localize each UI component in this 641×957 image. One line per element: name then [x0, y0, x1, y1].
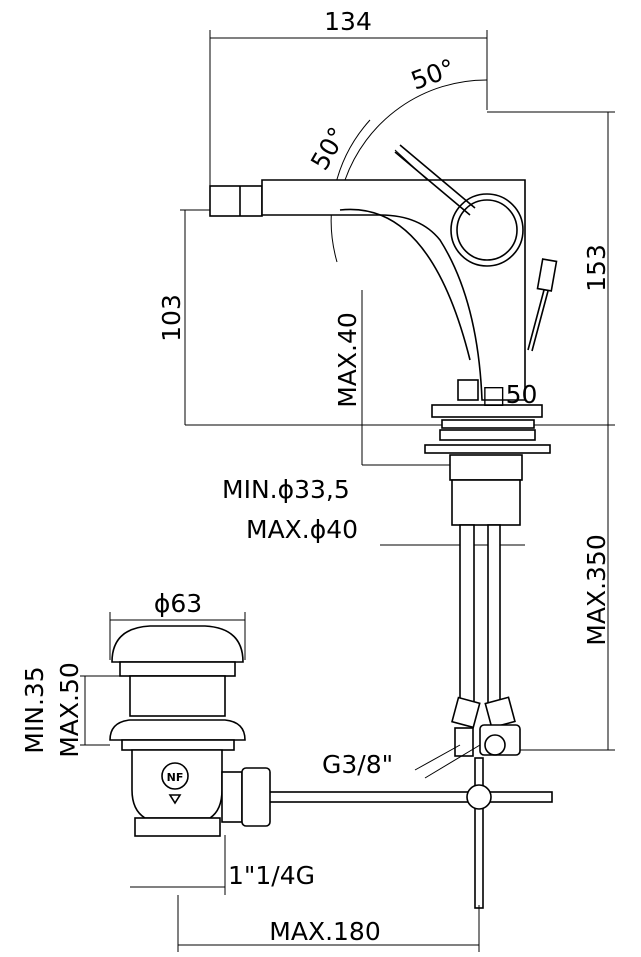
- faucet-base: □50: [424, 379, 551, 526]
- angle-left-label: 50°: [305, 122, 352, 175]
- drain-min-label: MIN.35: [20, 666, 49, 753]
- drain-logo: NF: [167, 771, 184, 784]
- max-hose-label: MAX.350: [582, 534, 611, 645]
- hoses: [451, 524, 521, 757]
- max-hole-label: MAX.ϕ40: [246, 515, 358, 544]
- base-square-label: □50: [482, 380, 537, 409]
- total-height-label: 153: [582, 244, 611, 292]
- max-deck-label: MAX.40: [333, 312, 362, 408]
- width-dimension: 134: [209, 7, 488, 188]
- hose-thread-label: G3/8": [322, 750, 393, 779]
- drain-waste: ϕ63 NF MIN.35 MAX.50: [20, 589, 271, 837]
- drain-cap-label: ϕ63: [154, 589, 202, 618]
- height-dimensions: 153 103 MAX.40: [157, 111, 615, 466]
- angle-right-label: 50°: [407, 53, 459, 95]
- min-hole-label: MIN.ϕ33,5: [222, 475, 350, 504]
- drain-thread-label: 1"1/4G: [228, 861, 315, 890]
- width-label: 134: [324, 7, 372, 36]
- max-rod-label: MAX.180: [269, 917, 380, 946]
- spout-height-label: 103: [157, 294, 186, 342]
- drain-max-label: MAX.50: [55, 662, 84, 758]
- faucet-body: [209, 144, 558, 401]
